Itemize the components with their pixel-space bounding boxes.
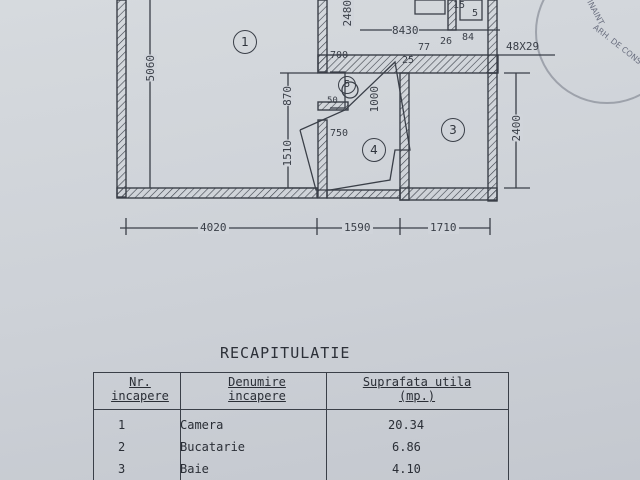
col-divider-2 [326,373,327,480]
recap-header: Nr. incapere Denumire incapere Suprafata… [94,373,508,410]
dim-1000: 1000 [368,86,381,113]
wall-room1-bottom [116,187,318,199]
header-area: Suprafata utila (mp.) [332,375,502,403]
row-nr: 2 [118,440,126,454]
room-number-5: 5 [338,76,356,94]
wall-room3-right [487,72,498,202]
dim-750: 750 [330,128,349,139]
wall-room1-right-low [317,119,328,199]
table-row: 3 Baie 4.10 [94,459,508,480]
recap-title: RECAPITULATIE [220,344,351,362]
dim-4020: 4020 [198,221,229,234]
dim-2400: 2400 [510,115,523,142]
header-area-line1: Suprafata utila [362,375,472,389]
row-name: Camera [180,418,224,432]
dim-1710: 1710 [428,221,459,234]
header-nr-line2: incapere [111,389,169,403]
col-divider-1 [180,373,181,480]
header-name-line1: Denumire [228,375,286,389]
wall-room1-left [116,0,127,198]
dim-50: 50 [327,96,338,106]
dim-1590: 1590 [342,221,373,234]
table-row: 1 Camera 20.34 [94,415,508,437]
room4-outline [299,60,411,191]
wall-room3-left [399,72,410,201]
dim-84: 84 [462,32,475,43]
header-area-line2: (mp.) [398,389,436,403]
dim-2480: 2480 [341,0,354,27]
dim-8430: 8430 [392,24,419,37]
bath-fixture [459,0,483,21]
floor-plan-drawing [116,0,555,235]
room-number-1: 1 [233,30,257,54]
dim-77: 77 [418,42,431,53]
wall-top-right [487,0,498,74]
wall-room4-bottom [326,189,401,199]
kitchen-fixture [414,0,446,15]
dim-1510: 1510 [281,140,294,167]
row-area: 6.86 [392,440,421,454]
header-name: Denumire incapere [186,375,328,403]
table-row: 2 Bucatarie 6.86 [94,437,508,459]
header-nr: Nr. incapere [98,375,182,403]
row-nr: 3 [118,462,126,476]
row-name: Baie [180,462,209,476]
dim-25: 25 [402,55,415,66]
dim-26: 26 [440,36,453,47]
dim-48x29: 48X29 [506,40,540,53]
dim-5: 5 [472,8,479,19]
dim-870: 870 [281,86,294,106]
header-name-line2: incapere [228,389,286,403]
row-area: 4.10 [392,462,421,476]
room-number-4: 4 [362,138,386,162]
row-nr: 1 [118,418,126,432]
wall-room3-bottom [399,187,498,201]
room-number-3: 3 [441,118,465,142]
recap-table: Nr. incapere Denumire incapere Suprafata… [93,372,509,480]
row-area: 20.34 [388,418,425,432]
row-name: Bucatarie [180,440,246,454]
dim-700: 700 [330,50,349,61]
header-nr-line1: Nr. [129,375,151,389]
dim-5060: 5060 [144,55,157,82]
wall-bath-sep [317,101,349,111]
dim-15: 15 [453,0,466,11]
